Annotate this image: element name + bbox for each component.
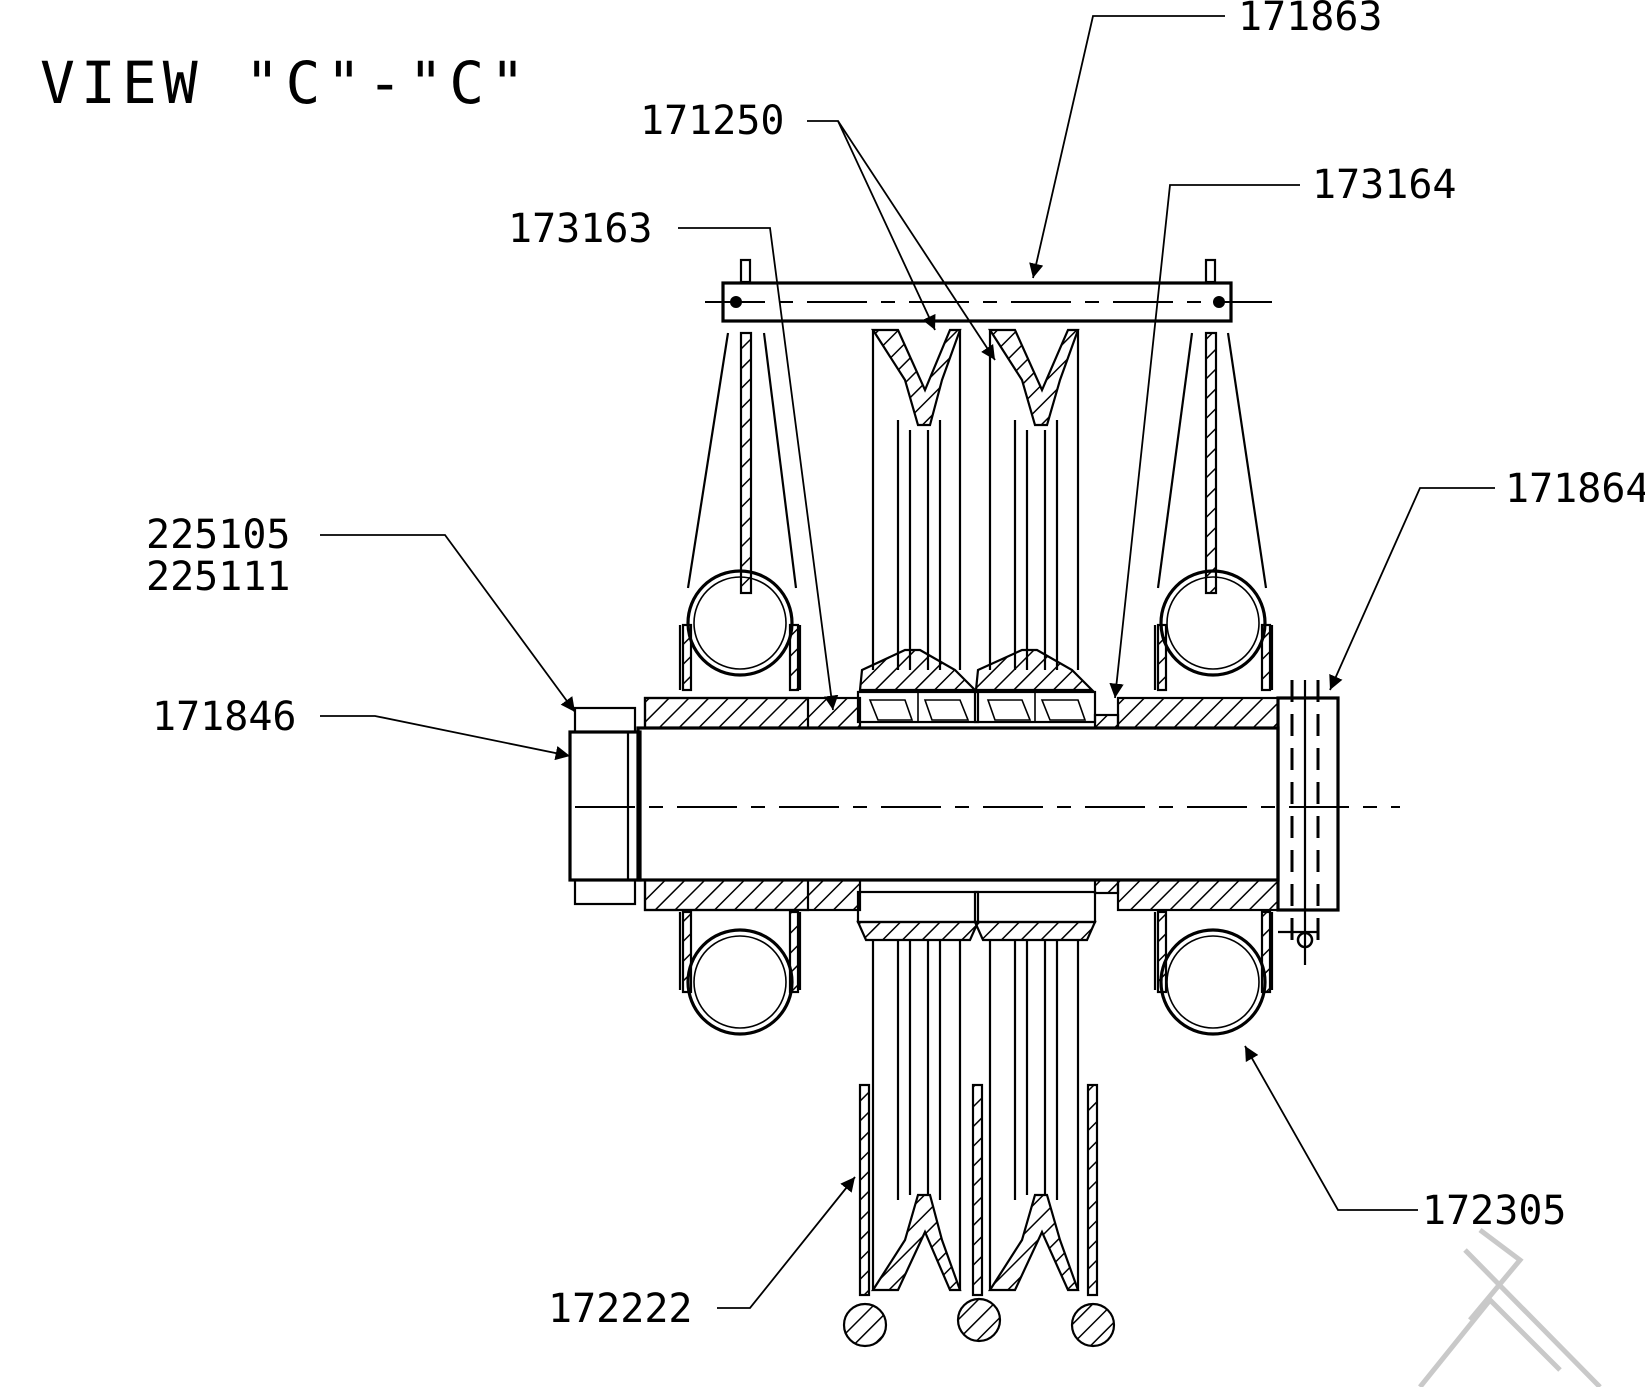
- lower-cheek-plates: [842, 1083, 1116, 1348]
- upper-bearings: [856, 690, 1097, 724]
- watermark: [1418, 1228, 1602, 1387]
- lower-bearings: [856, 890, 1097, 942]
- label-171846: 171846: [152, 694, 297, 740]
- label-171863: 171863: [1238, 0, 1383, 40]
- label-171864: 171864: [1505, 466, 1645, 512]
- main-axle: [568, 680, 1400, 965]
- left-side-strap: [678, 331, 802, 692]
- upper-sheave-left: [858, 328, 978, 692]
- view-title: VIEW "C"-"C": [40, 49, 531, 117]
- label-171250: 171250: [640, 98, 785, 144]
- top-hanger-bar: [705, 258, 1272, 323]
- upper-sheave-right: [974, 328, 1095, 692]
- label-172305: 172305: [1422, 1188, 1567, 1234]
- lower-side-rings: [678, 910, 1274, 1036]
- label-173164: 173164: [1312, 162, 1457, 208]
- leader-lines: [320, 15, 1495, 1309]
- label-173163: 173163: [508, 206, 653, 252]
- label-225105: 225105: [146, 512, 291, 558]
- lower-sheaves: [870, 940, 1080, 1292]
- label-172222: 172222: [548, 1286, 693, 1332]
- right-side-strap: [1153, 331, 1274, 692]
- label-225111: 225111: [146, 554, 291, 600]
